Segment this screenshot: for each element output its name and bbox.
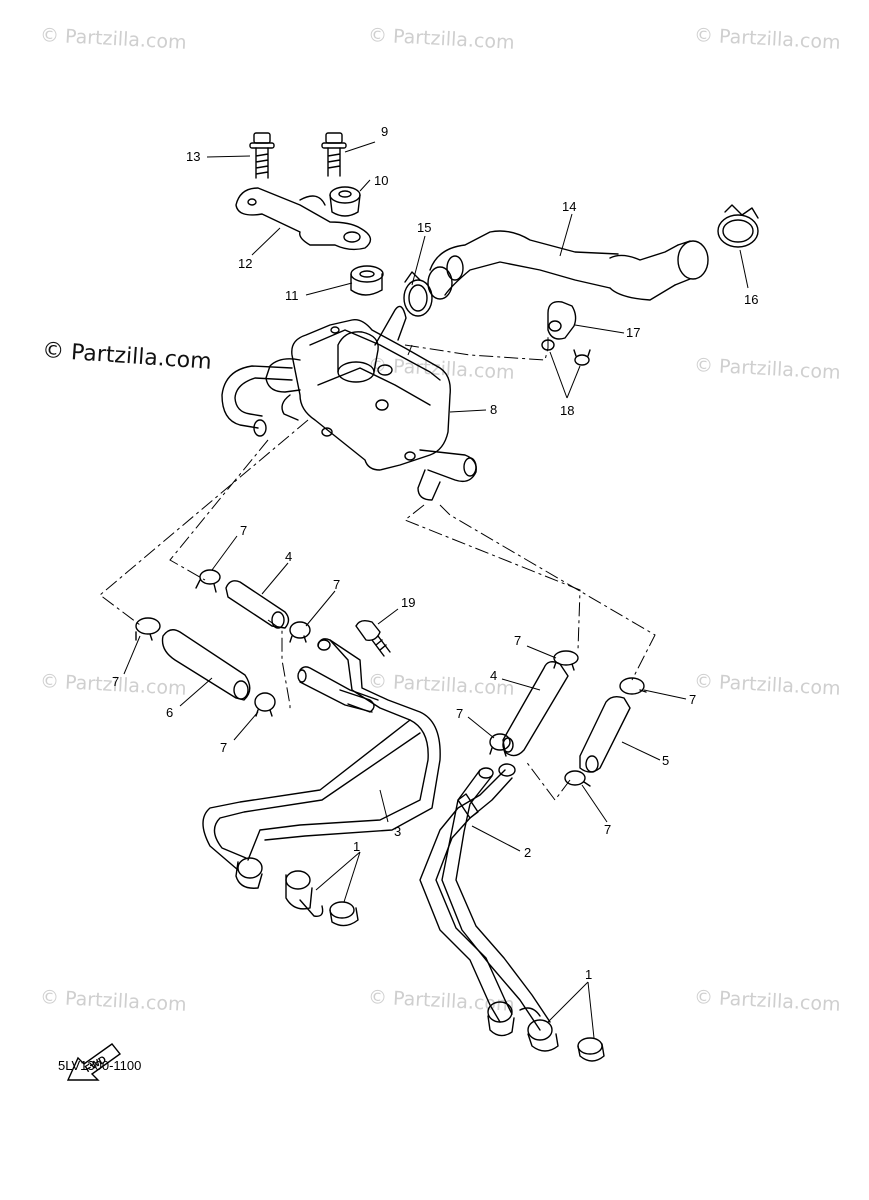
bolt-13 bbox=[249, 132, 275, 179]
clamp-16 bbox=[717, 204, 759, 248]
pipe-2 bbox=[419, 763, 559, 1052]
callout-16: 16 bbox=[744, 292, 759, 307]
cap-1-lower bbox=[577, 1037, 605, 1062]
grommet-10 bbox=[329, 186, 361, 217]
callout-7: 7 bbox=[112, 674, 120, 689]
grommet-11 bbox=[350, 265, 384, 296]
hose-5 bbox=[579, 695, 631, 773]
clamp-7 bbox=[564, 770, 591, 787]
routing-line bbox=[439, 504, 656, 681]
clamp-7 bbox=[489, 733, 511, 757]
callout-6: 6 bbox=[166, 705, 174, 720]
callout-7: 7 bbox=[604, 822, 612, 837]
clamp-7 bbox=[195, 569, 221, 593]
callout-7: 7 bbox=[514, 633, 522, 648]
clamp-7 bbox=[135, 617, 161, 641]
clamp-7 bbox=[553, 650, 579, 671]
diagram-code: 5LV1300-1100 bbox=[58, 1058, 142, 1073]
hose-14 bbox=[427, 230, 709, 301]
callout-17: 17 bbox=[626, 325, 641, 340]
hose-4-upper bbox=[225, 580, 290, 629]
callout-7: 7 bbox=[333, 577, 341, 592]
callout-3: 3 bbox=[394, 824, 402, 839]
callout-1: 1 bbox=[353, 839, 361, 854]
routing-line bbox=[407, 344, 413, 356]
routing-line bbox=[169, 439, 269, 581]
routing-line bbox=[267, 619, 291, 710]
routing-line bbox=[404, 504, 581, 651]
callout-10: 10 bbox=[374, 173, 389, 188]
callout-13: 13 bbox=[186, 149, 201, 164]
callout-2: 2 bbox=[524, 845, 532, 860]
bolt-9 bbox=[321, 132, 347, 177]
pipe-3 bbox=[202, 638, 441, 917]
callout-18: 18 bbox=[560, 403, 575, 418]
clamp-15 bbox=[403, 271, 433, 317]
callout-7: 7 bbox=[240, 523, 248, 538]
callout-15: 15 bbox=[417, 220, 432, 235]
callout-5: 5 bbox=[662, 753, 670, 768]
air-cut-valve-8 bbox=[221, 305, 477, 501]
callout-11: 11 bbox=[285, 288, 299, 303]
clamp-7 bbox=[619, 677, 647, 695]
callout-19: 19 bbox=[401, 595, 416, 610]
hose-4-lower bbox=[502, 661, 569, 757]
bolt-19 bbox=[355, 619, 391, 657]
clamp-18 bbox=[541, 339, 591, 366]
clamp-7 bbox=[289, 621, 311, 643]
bracket-12 bbox=[235, 187, 372, 251]
callout-7: 7 bbox=[689, 692, 697, 707]
routing-line bbox=[99, 419, 309, 626]
callout-4: 4 bbox=[490, 668, 498, 683]
callout-8: 8 bbox=[490, 402, 498, 417]
hose-17 bbox=[547, 301, 577, 340]
routing-line bbox=[404, 335, 549, 361]
callout-1: 1 bbox=[585, 967, 593, 982]
callout-12: 12 bbox=[238, 256, 253, 271]
callout-9: 9 bbox=[381, 124, 389, 139]
cap-1-upper bbox=[329, 901, 359, 927]
routing-line bbox=[524, 759, 571, 801]
callout-7: 7 bbox=[220, 740, 228, 755]
callout-4: 4 bbox=[285, 549, 293, 564]
hose-6 bbox=[161, 629, 251, 701]
callout-7: 7 bbox=[456, 706, 464, 721]
callout-14: 14 bbox=[562, 199, 577, 214]
